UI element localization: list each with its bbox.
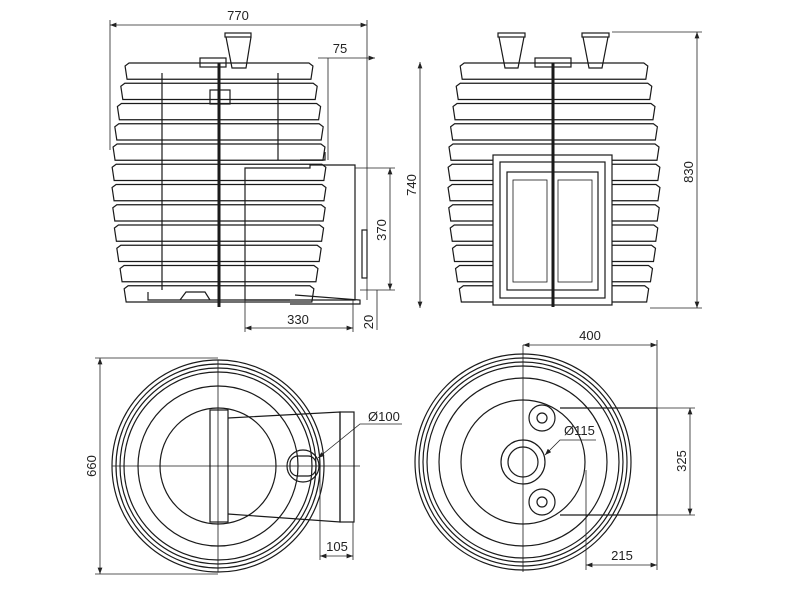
barrel-slat	[114, 123, 324, 141]
dimensions: 770 75 740 830 370 330 20 660 400 325 10…	[84, 8, 702, 575]
barrel-slat	[119, 264, 319, 283]
barrel-slat	[454, 264, 654, 283]
dim-d100: Ø100	[368, 409, 400, 424]
barrel-slat	[451, 244, 657, 263]
dim-740: 740	[404, 174, 419, 196]
barrel-slat	[459, 62, 649, 80]
firebox-extension	[244, 164, 356, 301]
barrel-slat	[447, 163, 661, 182]
dim-215: 215	[611, 548, 633, 563]
chimney-cap	[224, 32, 252, 38]
barrel-slat	[123, 285, 315, 303]
chimney-right	[582, 36, 609, 69]
chimney-left	[498, 36, 525, 69]
dim-400: 400	[579, 328, 601, 343]
dim-660: 660	[84, 455, 99, 477]
barrel-slat	[449, 224, 659, 242]
barrel-slat	[112, 204, 326, 222]
barrel-slat	[455, 82, 653, 101]
barrel-slat	[116, 244, 322, 263]
dim-830: 830	[681, 161, 696, 183]
dim-330: 330	[287, 312, 309, 327]
dim-105: 105	[326, 539, 348, 554]
barrel-slat	[447, 183, 661, 202]
barrel-slat	[448, 204, 660, 222]
dim-770: 770	[227, 8, 249, 23]
barrel-slat	[111, 163, 327, 182]
barrel-slat	[448, 143, 660, 161]
barrel-slat	[449, 123, 659, 141]
barrel-slat	[120, 82, 318, 101]
side-view	[111, 32, 368, 307]
barrel-slats-front	[447, 62, 661, 303]
dim-75: 75	[333, 41, 347, 56]
barrel-slat	[113, 224, 325, 242]
front-view	[447, 32, 661, 307]
chimney	[225, 36, 252, 69]
barrel-slat	[124, 62, 314, 80]
barrel-slat	[116, 102, 322, 121]
dim-325: 325	[674, 450, 689, 472]
handle	[361, 229, 368, 279]
barrel-slat	[458, 285, 650, 303]
dim-370: 370	[374, 219, 389, 241]
barrel-slat	[111, 183, 327, 202]
dim-d115: Ø115	[564, 423, 595, 438]
barrel-slat	[452, 102, 656, 121]
plan-view-right	[414, 345, 658, 572]
plan-view-left	[111, 359, 360, 573]
dim-20: 20	[361, 315, 376, 329]
